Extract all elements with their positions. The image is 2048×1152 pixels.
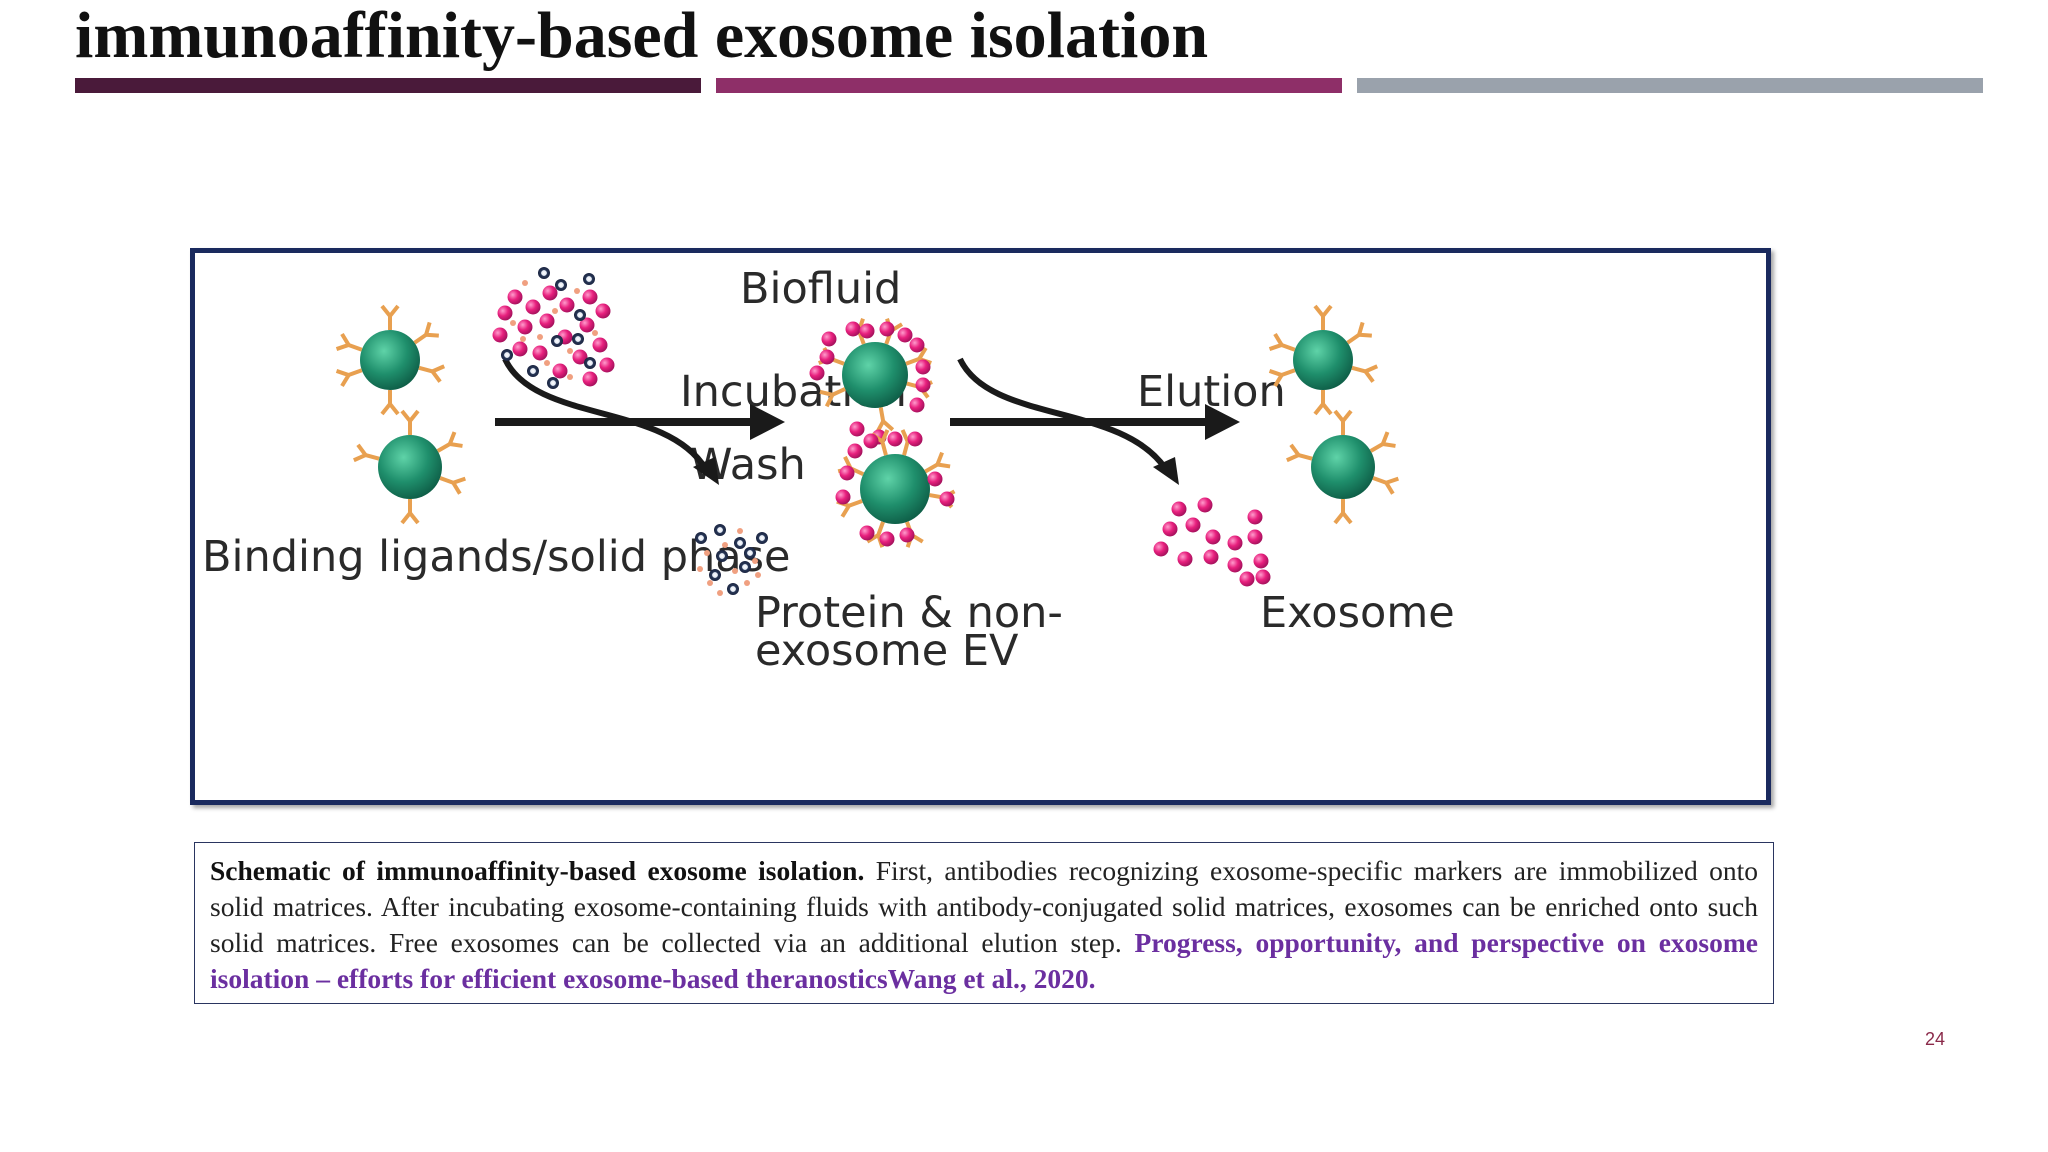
caption-body: First, antibodies recognizing exosome-sp… xyxy=(210,855,1758,958)
bead-with-antibodies-right-bottom xyxy=(1284,409,1401,525)
page-number: 24 xyxy=(1925,1029,1946,1049)
biofluid-particle-cluster xyxy=(492,267,615,389)
label-protein-line1: Protein & non- xyxy=(755,588,1063,638)
protein-non-exosome-cluster xyxy=(695,524,768,596)
title-underline-segment-2 xyxy=(716,78,1342,93)
label-binding-ligands: Binding ligands/solid phase xyxy=(202,532,790,582)
label-exosome: Exosome xyxy=(1260,588,1455,638)
figure-caption: Schematic of immunoaffinity-based exosom… xyxy=(194,842,1774,1004)
eluted-exosome-cluster xyxy=(1153,497,1271,587)
bead-with-antibodies-left-bottom xyxy=(351,409,468,525)
bead-with-captured-exosomes-top xyxy=(816,316,935,435)
caption-reference-link[interactable]: Progress, opportunity, and perspective o… xyxy=(210,927,1758,994)
bead-with-captured-exosomes-bottom xyxy=(834,427,957,550)
slide-title: immunoaffinity-based exosome isolation xyxy=(75,0,1209,72)
schematic-figure: Biofluid Incubation Wash Binding ligands… xyxy=(190,248,1771,805)
bead-with-antibodies-left-top xyxy=(334,304,447,416)
schematic-diagram: Biofluid Incubation Wash Binding ligands… xyxy=(202,264,1455,676)
title-underline-segment-1 xyxy=(75,78,701,93)
label-biofluid: Biofluid xyxy=(740,264,901,314)
wash-curve-arrow xyxy=(502,357,719,485)
bead-with-antibodies-right-top xyxy=(1267,304,1380,416)
elution-curve-arrow xyxy=(957,357,1179,485)
title-underline-segment-3 xyxy=(1357,78,1983,93)
label-protein-line2: exosome EV xyxy=(755,626,1019,676)
caption-lead: Schematic of immunoaffinity-based exosom… xyxy=(210,855,865,886)
